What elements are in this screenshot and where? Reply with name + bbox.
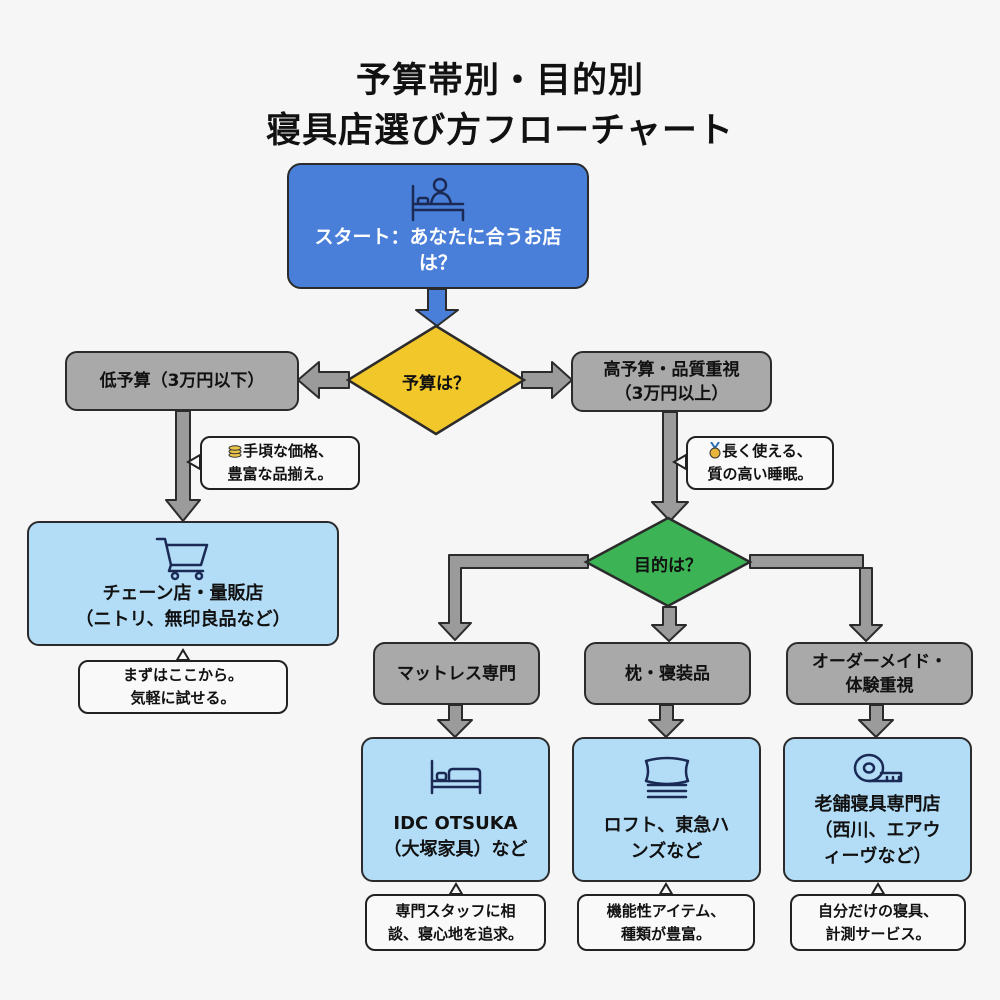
arrow-start-to-budget bbox=[415, 288, 459, 327]
category-pillow-label: 枕・寝装品 bbox=[625, 663, 710, 684]
start-label-line-1: スタート：あなたに合うお店 bbox=[314, 226, 562, 248]
tape-measure-icon bbox=[853, 753, 902, 782]
start-box: スタート：あなたに合うお店 は？ bbox=[287, 163, 589, 289]
shop-nishikawa-line-3: ィーヴなど） bbox=[823, 845, 932, 867]
decision-purpose-label: 目的は？ bbox=[634, 556, 702, 576]
bed-icon bbox=[430, 759, 481, 794]
arrow-mattress-to-idc bbox=[437, 704, 473, 738]
arrow-pillow-to-loft bbox=[648, 704, 684, 738]
arrow-purpose-to-ordermade bbox=[749, 554, 883, 642]
shop-nishikawa-box: 老舗寝具専門店 （西川、エアウ ィーヴなど） bbox=[783, 737, 972, 882]
shop-idc-box: IDC OTSUKA （大塚家具）など bbox=[361, 737, 550, 882]
title-line-1: 予算帯別・目的別 bbox=[355, 61, 644, 101]
note-loft-line-1: 機能性アイテム、 bbox=[606, 901, 726, 920]
note-loft-line-2: 種類が豊富。 bbox=[620, 924, 711, 943]
note-nishikawa-line-2: 計測サービス。 bbox=[825, 924, 931, 943]
medal-icon bbox=[709, 441, 721, 459]
low-budget-box: 低予算（3万円以下） bbox=[65, 351, 299, 411]
shop-idc-line-1: IDC OTSUKA bbox=[393, 812, 518, 834]
callout-tail-nishikawa bbox=[870, 882, 886, 895]
shop-nishikawa-line-1: 老舗寝具専門店 bbox=[814, 793, 941, 815]
arrow-ordermade-to-nishikawa bbox=[858, 704, 894, 738]
person-in-bed-icon bbox=[411, 177, 465, 222]
callout-tail-loft bbox=[658, 882, 674, 895]
pillow-icon bbox=[644, 756, 689, 798]
note-idc-line-1: 専門スタッフに相 bbox=[395, 901, 516, 920]
shop-loft-line-2: ンズなど bbox=[630, 840, 703, 862]
high-budget-label-line-2: （3万円以上） bbox=[614, 383, 729, 404]
note-low-line-1: 手頃な価格、 bbox=[227, 440, 333, 463]
chain-store-box: チェーン店・量販店 （ニトリ、無印良品など） bbox=[27, 521, 339, 646]
category-pillow-box: 枕・寝装品 bbox=[584, 642, 751, 705]
arrow-high-to-purpose bbox=[651, 411, 689, 522]
shop-idc-line-2: （大塚家具）など bbox=[383, 838, 528, 860]
note-nishikawa: 自分だけの寝具、 計測サービス。 bbox=[790, 894, 966, 951]
chain-store-line-2: （ニトリ、無印良品など） bbox=[75, 608, 291, 630]
note-idc-line-2: 談、寝心地を追求。 bbox=[387, 924, 523, 943]
note-loft: 機能性アイテム、 種類が豊富。 bbox=[577, 894, 755, 951]
high-budget-label-line-1: 高予算・品質重視 bbox=[603, 359, 740, 380]
note-chain-store: まずはここから。 気軽に試せる。 bbox=[78, 660, 288, 714]
category-mattress-label: マットレス専門 bbox=[397, 663, 516, 684]
shop-nishikawa-line-2: （西川、エアウ bbox=[814, 819, 941, 841]
page-title: 予算帯別・目的別 寝具店選び方フローチャート bbox=[0, 56, 1000, 156]
arrow-purpose-to-pillow bbox=[651, 606, 687, 642]
note-low-text-1: 手頃な価格、 bbox=[242, 442, 333, 460]
high-budget-box: 高予算・品質重視 （3万円以上） bbox=[571, 351, 772, 412]
shop-loft-line-1: ロフト、東急ハ bbox=[603, 814, 730, 836]
decision-diamond-budget bbox=[345, 324, 527, 436]
note-high-line-1: 長く使える、 bbox=[708, 440, 812, 463]
title-line-2: 寝具店選び方フローチャート bbox=[266, 111, 734, 151]
callout-tail-chain bbox=[175, 648, 191, 661]
arrow-low-to-chain bbox=[165, 410, 201, 522]
note-high-line-2: 質の高い睡眠。 bbox=[707, 465, 813, 483]
shop-loft-box: ロフト、東急ハ ンズなど bbox=[572, 737, 761, 882]
note-nishikawa-line-1: 自分だけの寝具、 bbox=[817, 901, 938, 920]
low-budget-label: 低予算（3万円以下） bbox=[99, 371, 265, 391]
shopping-cart-icon bbox=[155, 537, 209, 580]
note-high-text-1: 長く使える、 bbox=[722, 442, 812, 460]
arrow-budget-to-low bbox=[297, 361, 350, 399]
category-ordermade-line-1: オーダーメイド・ bbox=[811, 651, 948, 672]
chain-store-line-1: チェーン店・量販店 bbox=[102, 582, 264, 604]
decision-budget-label: 予算は？ bbox=[402, 374, 470, 394]
callout-tail-idc bbox=[448, 882, 464, 895]
arrow-budget-to-high bbox=[521, 361, 573, 399]
category-mattress-box: マットレス専門 bbox=[373, 642, 540, 705]
decision-diamond-purpose bbox=[583, 516, 753, 608]
note-low-line-2: 豊富な品揃え。 bbox=[227, 465, 333, 483]
note-low-budget: 手頃な価格、 豊富な品揃え。 bbox=[200, 436, 360, 490]
coins-icon bbox=[228, 445, 242, 458]
note-chain-line-2: 気軽に試せる。 bbox=[130, 689, 236, 707]
note-high-budget: 長く使える、 質の高い睡眠。 bbox=[686, 436, 834, 490]
arrow-purpose-to-mattress bbox=[438, 554, 589, 641]
category-ordermade-box: オーダーメイド・ 体験重視 bbox=[786, 642, 973, 705]
start-label-line-2: は？ bbox=[418, 252, 457, 274]
note-chain-line-1: まずはここから。 bbox=[122, 666, 243, 684]
category-ordermade-line-2: 体験重視 bbox=[845, 675, 914, 696]
note-idc: 専門スタッフに相 談、寝心地を追求。 bbox=[365, 894, 546, 951]
